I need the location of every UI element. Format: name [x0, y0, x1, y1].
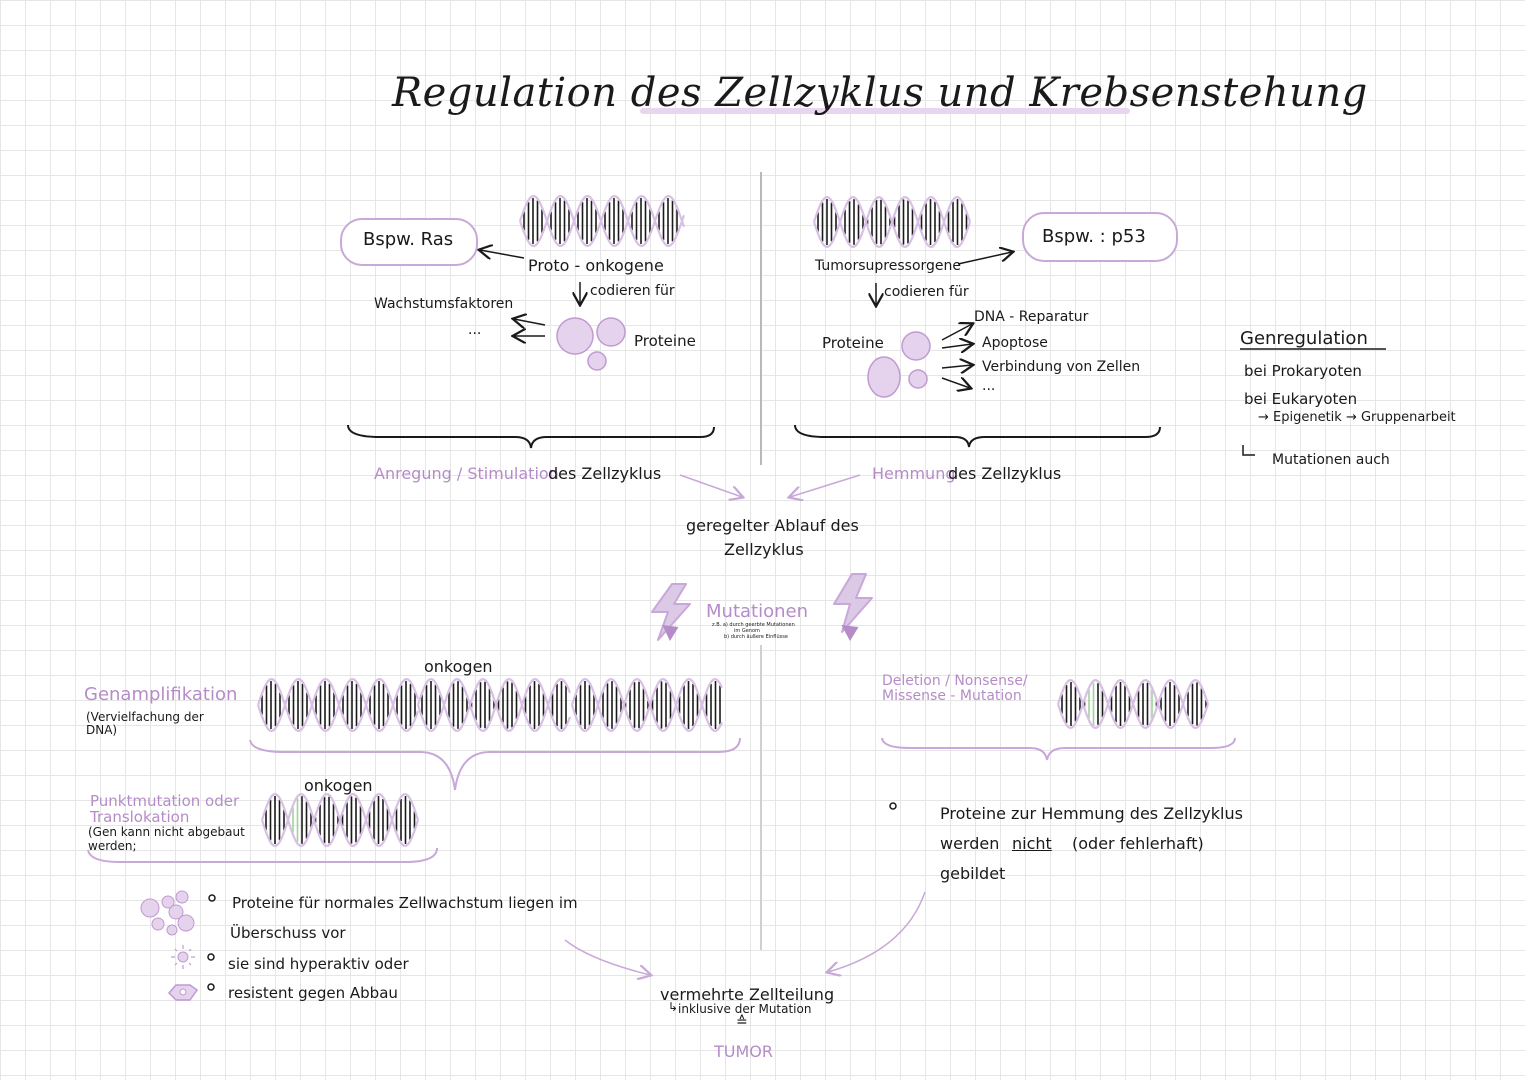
- proteins-right-label: Proteine: [822, 334, 884, 352]
- regulated-cycle-line1: geregelter Ablauf des: [686, 516, 859, 535]
- increased-division-note: inklusive der Mutation: [678, 1002, 812, 1016]
- stimulation-label: Anregung / Stimulation: [374, 464, 559, 483]
- brace-point-mutation: [87, 847, 438, 863]
- dna-proto-oncogene: [518, 194, 686, 248]
- tumor-suppressor-label: Tumorsupressorgene: [815, 258, 962, 274]
- genregulation-heading: Genregulation: [1240, 328, 1368, 349]
- arrow-to-p53: [957, 252, 1012, 265]
- point-mutation-title-2: Translokation: [90, 808, 190, 826]
- function-more: ...: [982, 378, 996, 394]
- dna-amplified-1: [256, 677, 420, 733]
- deletion-title-2: Missense - Mutation: [882, 688, 1022, 704]
- gene-amplification-title: Genamplifikation: [84, 684, 238, 705]
- inhibition-label: Hemmung: [872, 464, 956, 483]
- amplification-note-2: DNA): [86, 723, 118, 737]
- bullet-hyperactive: sie sind hyperaktiv oder: [228, 955, 409, 973]
- brace-left: [347, 424, 715, 449]
- dna-point-mutation: [260, 793, 420, 847]
- hexagon-icon: [167, 984, 199, 1001]
- lightning-right-icon: [833, 573, 873, 642]
- arrow-right-to-tumor: [828, 891, 926, 972]
- bullet-resistant: resistent gegen Abbau: [228, 984, 398, 1002]
- amplification-note-1: (Vervielfachung der: [86, 710, 204, 724]
- arrow-item-4: [941, 378, 970, 388]
- brace-deletion: [881, 737, 1236, 761]
- arrow-stim-to-center: [679, 474, 742, 497]
- dna-amplified-2: [416, 678, 572, 732]
- stimulation-cycle-label: des Zellzyklus: [548, 464, 662, 483]
- sun-burst-icon: [171, 945, 195, 969]
- growth-more-label: ...: [468, 322, 482, 338]
- arrow-inhib-to-center: [790, 474, 861, 497]
- mutations-label: Mutationen: [706, 601, 808, 622]
- ras-example: Bspw. Ras: [363, 229, 454, 250]
- hook-arrow-icon: [1242, 445, 1255, 456]
- codes-for-left: codieren für: [590, 283, 675, 299]
- point-mutation-title-1: Punktmutation oder: [90, 792, 240, 810]
- bullet-overexpression-a: Proteine für normales Zellwachstum liege…: [232, 894, 578, 912]
- example-cloud-ras: [340, 218, 478, 266]
- inhibit-proteins-faulty: (oder fehlerhaft): [1072, 834, 1204, 853]
- proteins-left-label: Proteine: [634, 332, 696, 350]
- deletion-title-1: Deletion / Nonsense/: [882, 673, 1028, 689]
- arrow-item-3: [941, 365, 972, 368]
- hook-arrow-small-icon: ↳: [668, 1000, 679, 1014]
- codes-for-right: codieren für: [884, 284, 969, 300]
- inhibit-proteins-word-werden: werden: [940, 834, 1000, 853]
- regulated-cycle-line2: Zellzyklus: [724, 540, 804, 559]
- proto-oncogene-label: Proto - onkogene: [528, 256, 664, 275]
- proto-oncogene-proteins: [556, 317, 626, 371]
- function-cell-binding: Verbindung von Zellen: [982, 359, 1141, 375]
- increased-division-label: vermehrte Zellteilung: [660, 985, 835, 1004]
- arrow-growth-1: [514, 319, 546, 325]
- arrow-item-2: [941, 344, 972, 348]
- point-mutation-note-2: werden;: [88, 839, 137, 853]
- arrow-to-ras: [480, 250, 525, 258]
- example-cloud-p53: [1022, 212, 1178, 262]
- prokaryotes-line: bei Prokaryoten: [1244, 362, 1362, 380]
- inhibition-cycle-label: des Zellzyklus: [948, 464, 1062, 483]
- growth-factors-label: Wachstumsfaktoren: [374, 296, 514, 312]
- inhibit-proteins-line1: Proteine zur Hemmung des Zellzyklus: [940, 804, 1243, 823]
- page-title: Regulation des Zellzyklus und Krebsenste…: [392, 70, 1368, 116]
- point-mutation-note-1: (Gen kann nicht abgebaut: [88, 825, 245, 839]
- brace-amplification: [249, 737, 741, 791]
- oncogene-label-2: onkogen: [304, 776, 373, 795]
- oncogene-label-1: onkogen: [424, 657, 493, 676]
- epigenetics-line: → Epigenetik → Gruppenarbeit: [1258, 410, 1456, 425]
- bullet-overexpression-b: Überschuss vor: [230, 924, 346, 942]
- dna-tumor-suppressor: [812, 196, 972, 248]
- mutations-also-line: Mutationen auch: [1272, 452, 1390, 468]
- eukaryotes-line: bei Eukaryoten: [1244, 390, 1358, 408]
- tumor-suppressor-proteins: [867, 331, 931, 398]
- function-apoptosis: Apoptose: [982, 335, 1048, 351]
- title-highlight: [640, 108, 1130, 114]
- inhibit-proteins-word-nicht: nicht: [1012, 834, 1052, 853]
- p53-example: Bspw. : p53: [1042, 226, 1146, 247]
- brace-right: [794, 424, 1161, 448]
- inhibit-proteins-line3: gebildet: [940, 864, 1006, 883]
- bullet-dots: [207, 802, 897, 991]
- mutation-note-2: im Genom: [734, 628, 760, 634]
- dna-helices: [256, 194, 1210, 847]
- mutation-note-3: b) durch äußere Einflüsse: [724, 634, 788, 640]
- corresponds-symbol: ≙: [736, 1014, 748, 1030]
- function-dna-repair: DNA - Reparatur: [974, 309, 1089, 325]
- dna-amplified-3: [570, 678, 723, 732]
- tumor-label: TUMOR: [714, 1042, 773, 1061]
- mutation-note-1: z.B. a) durch geerbte Mutationen: [712, 622, 795, 628]
- arrow-left-to-tumor: [564, 939, 650, 975]
- lightning-left-icon: [651, 583, 691, 642]
- dna-deletion: [1056, 678, 1210, 730]
- arrow-item-1: [941, 324, 972, 341]
- protein-cluster-icon: [140, 890, 195, 936]
